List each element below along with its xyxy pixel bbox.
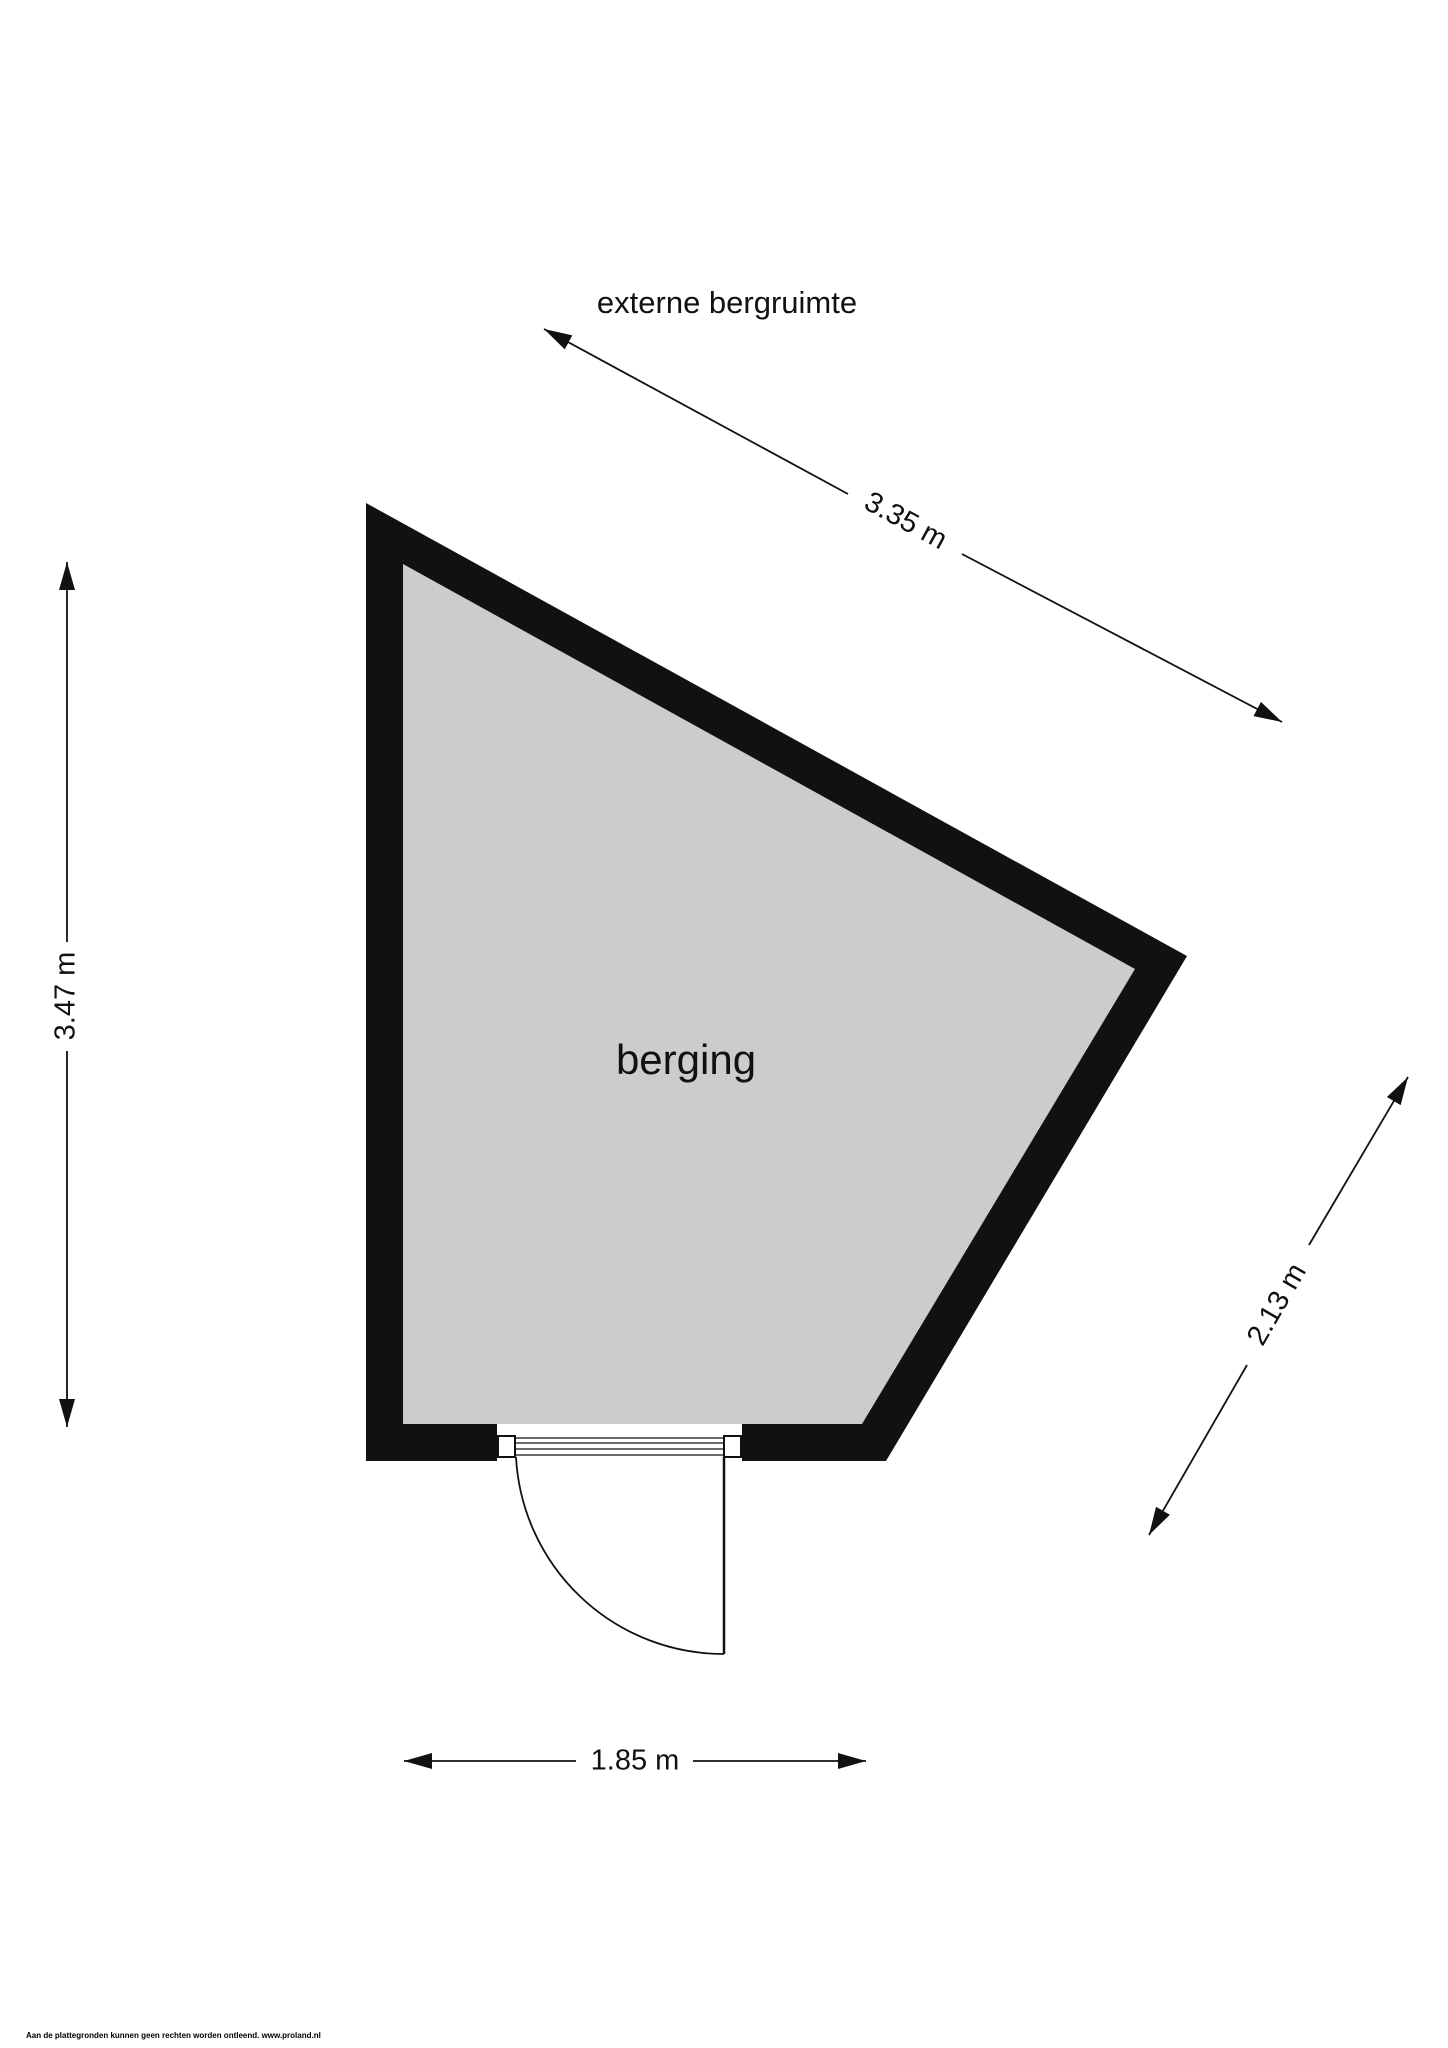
room-label: berging (616, 1036, 756, 1083)
door-swing-arc (515, 1456, 725, 1655)
area-label: externe bergruimte (597, 285, 857, 320)
door-frame-right (723, 1435, 742, 1458)
door-threshold (515, 1437, 724, 1456)
room-floor (403, 564, 1135, 1424)
dimension-left-vertical: 3.47 m (50, 562, 82, 1427)
door-frame-left (497, 1435, 516, 1458)
disclaimer-text: Aan de plattegronden kunnen geen rechten… (26, 2031, 321, 2040)
dimension-bottom-horizontal: 1.85 m (404, 1745, 866, 1777)
dimension-right-diagonal: 2.13 m (1148, 1076, 1409, 1536)
dimension-top-diagonal-label: 3.35 m (859, 486, 952, 556)
dimension-bottom-horizontal-label: 1.85 m (591, 1745, 680, 1777)
door-opening (497, 1424, 742, 1464)
dimension-left-vertical-label: 3.47 m (50, 952, 82, 1041)
dimension-right-diagonal-label: 2.13 m (1241, 1258, 1313, 1351)
